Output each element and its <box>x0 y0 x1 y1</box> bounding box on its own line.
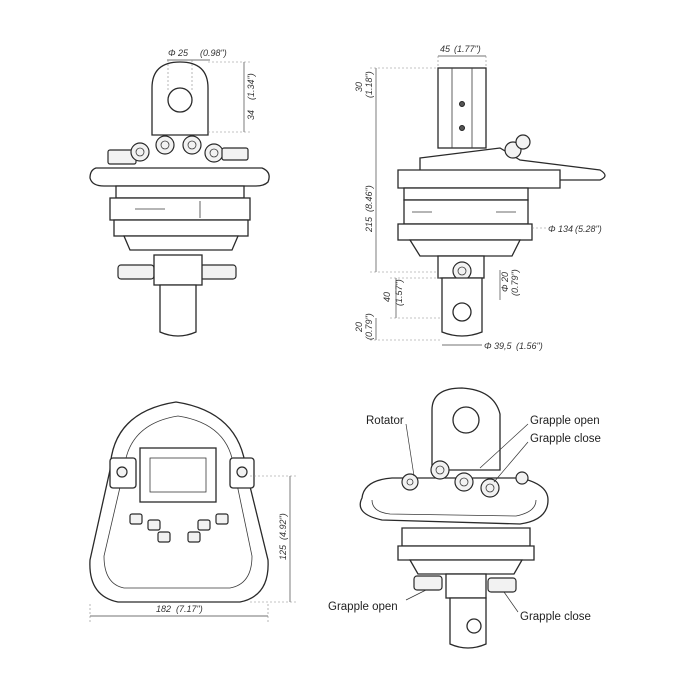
iso-fitting-open <box>413 575 443 591</box>
front-shaft-top <box>153 254 203 286</box>
side-bottom-fitting <box>452 261 472 281</box>
front-bottom-fitting-right <box>199 264 237 280</box>
label-grapple-close-top: Grapple close <box>530 433 601 445</box>
front-body <box>109 197 251 221</box>
label-grapple-open-top: Grapple open <box>530 415 600 427</box>
front-bottom-fitting-left <box>117 264 155 280</box>
top-dim-125-in: (4.92") <box>278 513 288 540</box>
side-shaft-hole <box>452 302 472 322</box>
side-lug <box>437 67 487 149</box>
front-dim-top-in: (1.34") <box>246 73 256 100</box>
top-fittings <box>129 513 229 543</box>
side-fitting-2 <box>515 134 531 150</box>
side-dim-40: 40 <box>382 292 392 302</box>
side-dim-30: 30 <box>354 82 364 92</box>
front-flange <box>113 219 249 237</box>
front-dim-pin: Φ 25 <box>168 48 189 58</box>
iso-pin-hole <box>452 406 480 434</box>
iso-ring <box>401 527 531 547</box>
side-dim-d134: Φ 134 <box>548 224 573 234</box>
side-view: 45 (1.77") 30 (1.18") 215 (8.46") Φ 134 … <box>354 44 606 351</box>
top-dim-182-in: (7.17") <box>176 604 203 614</box>
iso-arm <box>359 477 549 525</box>
side-flange <box>397 223 533 241</box>
side-dim-d39: Φ 39,5 <box>484 341 513 351</box>
iso-fittings <box>401 460 529 498</box>
side-dim-20-in: (0.79") <box>364 313 374 340</box>
top-view: 125 (4.92") 182 (7.17") <box>89 401 296 622</box>
side-dim-d134-in: (5.28") <box>575 224 602 234</box>
top-lug <box>139 447 217 503</box>
side-dim-width-top: 45 <box>440 44 451 54</box>
label-rotator: Rotator <box>366 415 404 427</box>
side-dim-width-top-in: (1.77") <box>454 44 481 54</box>
front-fittings <box>107 135 249 165</box>
iso-flange <box>397 545 535 561</box>
side-dim-30-in: (1.18") <box>364 71 374 98</box>
label-grapple-close-bottom: Grapple close <box>520 611 591 623</box>
front-dim-top: 34 <box>246 110 256 120</box>
front-ring <box>115 185 245 199</box>
iso-fitting-close <box>487 577 517 593</box>
top-dim-182: 182 <box>156 604 171 614</box>
front-pin-hole <box>167 87 193 113</box>
side-dim-40-in: (1.57") <box>394 279 404 306</box>
side-dim-d20: Φ 20 <box>500 272 510 292</box>
side-dim-20: 20 <box>354 322 364 333</box>
front-view: Φ 25 (0.98") 34 (1.34") <box>89 48 270 337</box>
iso-view: Rotator Grapple open Grapple close Grapp… <box>328 387 601 649</box>
side-dim-d20-in: (0.79") <box>510 269 520 296</box>
top-dim-125: 125 <box>278 544 288 560</box>
label-grapple-open-bottom: Grapple open <box>328 601 398 613</box>
front-dim-pin-in: (0.98") <box>200 48 227 58</box>
front-housing-top <box>89 167 270 187</box>
side-dim-215-in: (8.46") <box>364 185 374 212</box>
front-shaft <box>159 284 197 337</box>
side-housing-top <box>397 169 561 189</box>
side-dim-d39-in: (1.56") <box>516 341 543 351</box>
side-dim-215: 215 <box>364 216 374 233</box>
